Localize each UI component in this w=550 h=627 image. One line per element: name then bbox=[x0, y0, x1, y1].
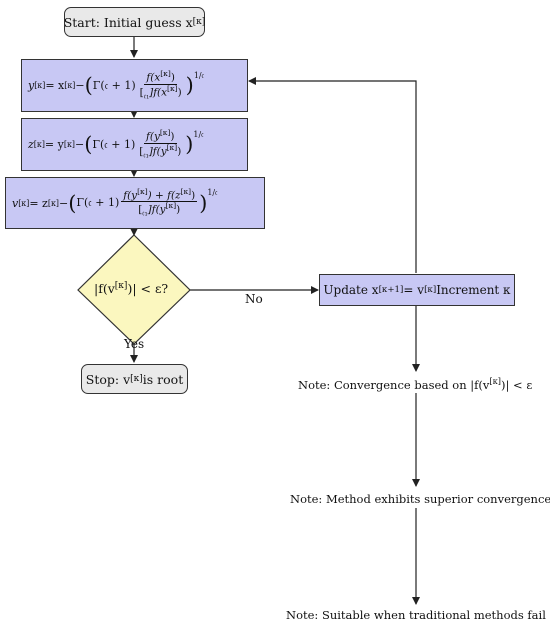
update-sup2: [κ] bbox=[424, 285, 437, 295]
v-num-end: ) bbox=[191, 189, 196, 202]
z-fraction: f(y[κ])[𝔠₁]f(y[κ]) bbox=[137, 128, 183, 160]
z-den-end: ) bbox=[177, 145, 182, 158]
z-paren-open: ( bbox=[84, 132, 93, 157]
note-superior-convergence: Note: Method exhibits superior convergen… bbox=[290, 492, 550, 506]
y-den-mid: ]f(x bbox=[149, 86, 168, 99]
z-gamma: Γ(𝔠 + 1) bbox=[92, 137, 136, 151]
z-eq-sup: [κ] bbox=[63, 140, 75, 149]
y-num-sup: [κ] bbox=[160, 69, 171, 79]
v-paren-open: ( bbox=[68, 190, 77, 215]
z-lhs-sup: [κ] bbox=[33, 140, 45, 149]
y-update-step: y[κ] = x[κ] − (Γ(𝔠 + 1)f(x[κ])[𝔠₁]f(x[κ]… bbox=[21, 59, 248, 112]
z-update-step: z[κ] = y[κ] − (Γ(𝔠 + 1)f(y[κ])[𝔠₁]f(y[κ]… bbox=[21, 118, 248, 171]
note-convergence: Note: Convergence based on |f(v[κ])| < ε bbox=[298, 376, 532, 392]
y-minus: − bbox=[75, 79, 85, 92]
y-fraction: f(x[κ])[𝔠₁]f(x[κ]) bbox=[138, 69, 184, 101]
z-den-sup: [κ] bbox=[166, 142, 178, 152]
stop-post: is root bbox=[142, 371, 184, 387]
decision-post: )| < ε? bbox=[127, 281, 169, 297]
v-gamma: Γ(𝔠 + 1) bbox=[76, 196, 120, 209]
v-eq: = z bbox=[29, 196, 48, 210]
z-eq: = y bbox=[44, 138, 64, 151]
z-lhs: z bbox=[28, 138, 34, 151]
update-mid: = v bbox=[403, 283, 425, 297]
y-paren-open: ( bbox=[84, 73, 93, 98]
update-sup1: [κ+1] bbox=[378, 285, 404, 295]
z-minus: − bbox=[74, 138, 85, 151]
z-exponent: 1/𝔠 bbox=[193, 129, 204, 139]
y-numerator: f(x[κ]) bbox=[144, 69, 177, 85]
start-text: Start: Initial guess x bbox=[63, 14, 193, 30]
y-lhs-sup: [κ] bbox=[34, 81, 46, 90]
v-den-end: ) bbox=[176, 203, 181, 216]
v-den-sub: 𝔠₁ bbox=[142, 208, 148, 218]
z-num-text: f(y bbox=[146, 130, 160, 143]
v-num-plus: ) + f(z bbox=[147, 189, 181, 202]
v-update-step: v[κ] = z[κ] − (Γ(𝔠 + 1)f(y[κ]) + f(z[κ])… bbox=[5, 177, 265, 229]
v-num-a: f(y bbox=[123, 189, 138, 202]
note1-sup: [κ] bbox=[489, 376, 502, 386]
decision-pre: |f(v bbox=[94, 281, 115, 297]
decision-diamond bbox=[77, 234, 191, 345]
v-lhs-sup: [κ] bbox=[18, 198, 30, 208]
no-label: No bbox=[245, 292, 263, 306]
z-num-sup: [κ] bbox=[159, 128, 171, 138]
update-node: Update x[κ+1] = v[κ]Increment κ bbox=[319, 274, 515, 306]
v-exponent: 1/𝔠 bbox=[207, 188, 218, 197]
z-numerator: f(y[κ]) bbox=[144, 128, 177, 144]
y-gamma: Γ(𝔠 + 1) bbox=[92, 78, 136, 92]
arrow-update-loop-back bbox=[248, 77, 417, 273]
y-den-end: ) bbox=[177, 86, 182, 99]
y-paren-close: ) bbox=[185, 73, 194, 98]
y-den-sub: 𝔠₁ bbox=[143, 91, 150, 101]
z-den-sub: 𝔠₁ bbox=[143, 150, 149, 160]
v-minus: − bbox=[58, 196, 69, 210]
v-den-pre: [ bbox=[138, 203, 143, 216]
y-den-pre: [ bbox=[139, 86, 144, 99]
z-paren-close: ) bbox=[185, 132, 194, 157]
y-eq: = x bbox=[45, 79, 65, 92]
decision-text: |f(v[κ])| < ε? bbox=[94, 281, 168, 296]
v-paren-close: ) bbox=[199, 190, 208, 215]
v-den-mid: ]f(y bbox=[147, 203, 166, 216]
v-eq-sup: [κ] bbox=[47, 198, 59, 208]
y-num-text: f(x bbox=[146, 71, 161, 84]
start-node: Start: Initial guess x[κ] bbox=[64, 7, 205, 37]
v-fraction: f(y[κ]) + f(z[κ])[𝔠₁]f(y[κ]) bbox=[121, 186, 198, 219]
decision-sup: [κ] bbox=[114, 281, 128, 291]
y-denominator: [𝔠₁]f(x[κ]) bbox=[138, 83, 184, 101]
z-den-pre: [ bbox=[139, 145, 144, 158]
y-exponent: 1/𝔠 bbox=[193, 70, 205, 80]
y-lhs: y bbox=[28, 79, 35, 92]
update-pre: Update x bbox=[323, 283, 379, 297]
z-denominator: [𝔠₁]f(y[κ]) bbox=[137, 142, 183, 160]
v-numerator: f(y[κ]) + f(z[κ]) bbox=[121, 186, 198, 203]
note1-pre: Note: Convergence based on |f(v bbox=[298, 377, 490, 392]
update-post: Increment κ bbox=[436, 283, 511, 297]
stop-node: Stop: v[κ] is root bbox=[81, 364, 188, 394]
v-lhs: v bbox=[12, 196, 19, 210]
yes-label: Yes bbox=[124, 337, 145, 351]
stop-pre: Stop: v bbox=[85, 371, 131, 387]
v-denominator: [𝔠₁]f(y[κ]) bbox=[136, 201, 182, 218]
y-num-end: ) bbox=[170, 71, 175, 84]
v-num-a-sup: [κ] bbox=[137, 186, 148, 196]
stop-sup: [κ] bbox=[130, 374, 143, 384]
note-suitable: Note: Suitable when traditional methods … bbox=[286, 608, 546, 622]
z-num-end: ) bbox=[170, 130, 175, 143]
y-eq-sup: [κ] bbox=[64, 81, 76, 90]
z-den-mid: ]f(y bbox=[148, 145, 167, 158]
v-num-b-sup: [κ] bbox=[180, 186, 192, 196]
note1-post: )| < ε bbox=[501, 377, 533, 392]
v-den-sup: [κ] bbox=[165, 201, 177, 211]
y-den-sup: [κ] bbox=[167, 83, 178, 93]
start-sup: [κ] bbox=[192, 17, 206, 27]
